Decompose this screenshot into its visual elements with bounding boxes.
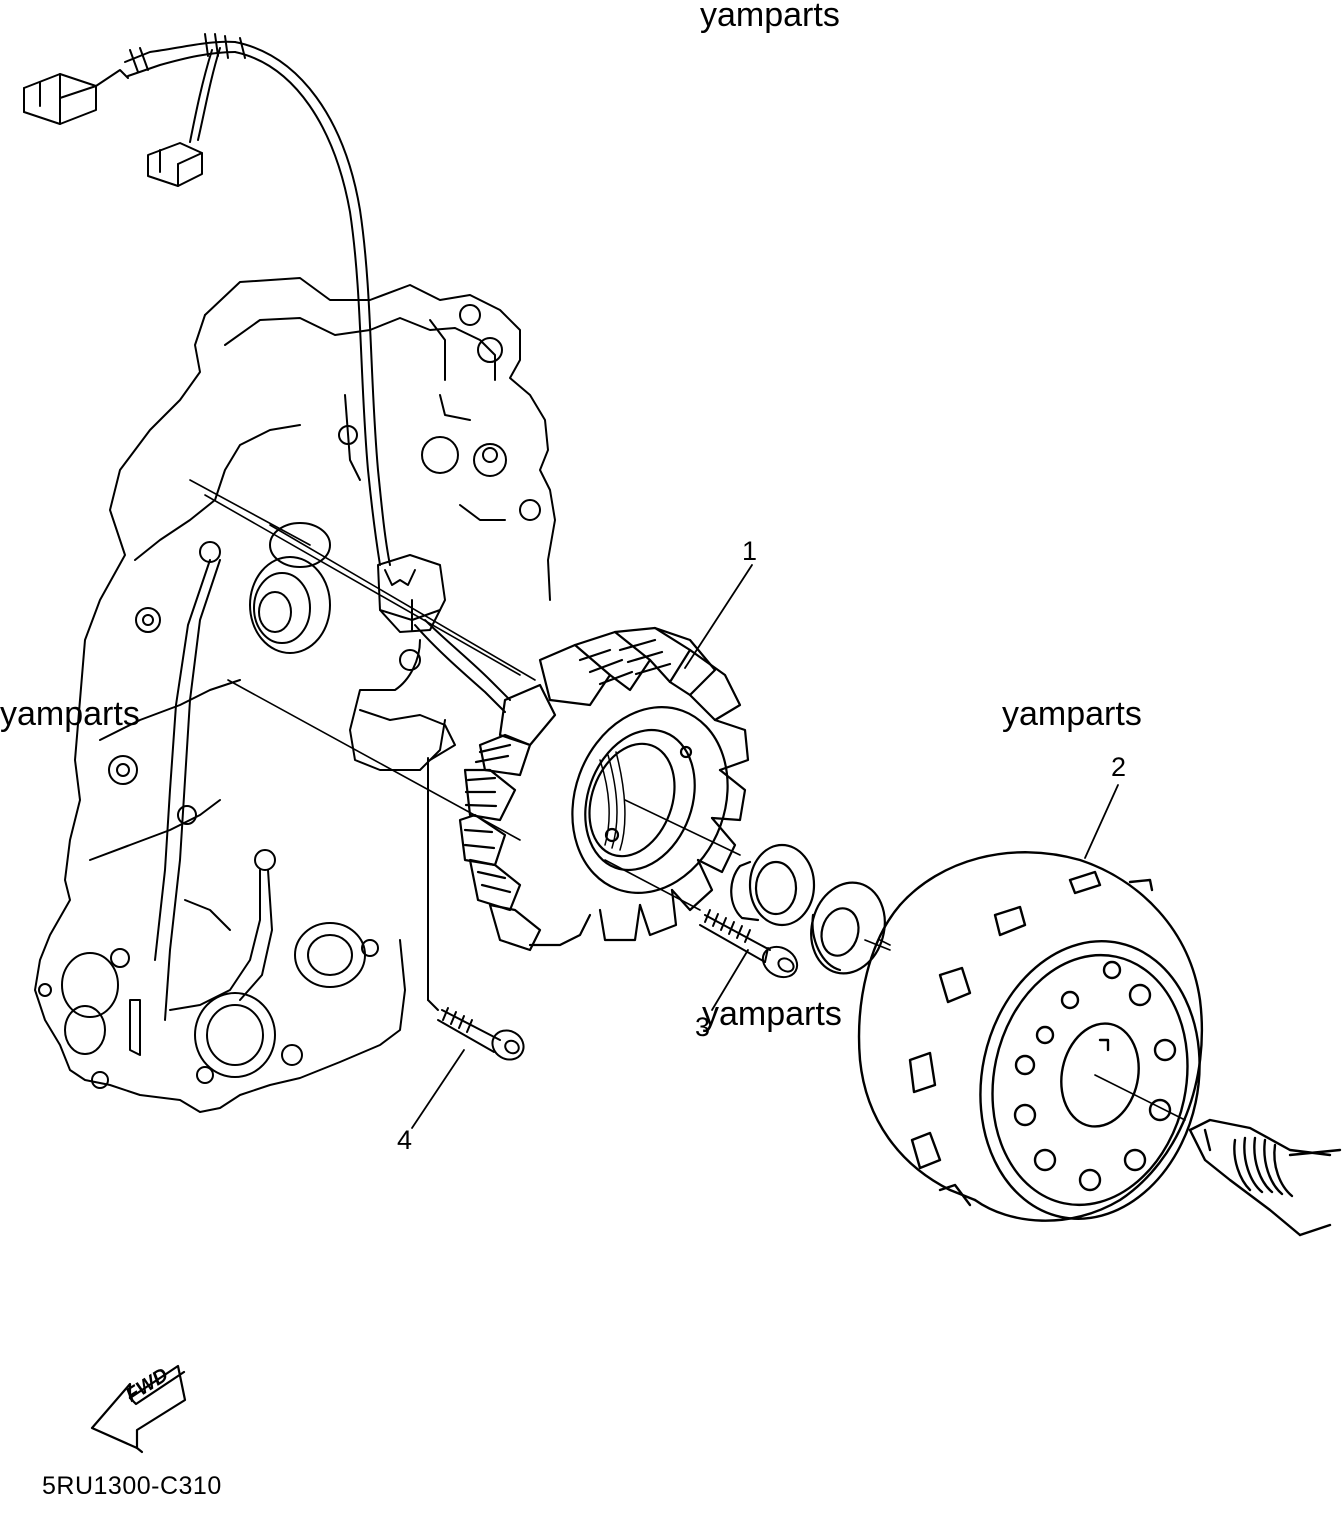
leader-line-1 bbox=[684, 564, 753, 669]
leader-lines bbox=[411, 564, 1119, 1129]
leader-line-3 bbox=[711, 949, 749, 1011]
bolt-part-3 bbox=[699, 909, 799, 979]
crankcase-cover bbox=[34, 277, 556, 1113]
diagram-code: 5RU1300-C310 bbox=[42, 1472, 222, 1500]
watermark-left: yamparts bbox=[0, 695, 140, 733]
watermark-top: yamparts bbox=[700, 0, 840, 34]
stator-assembly bbox=[458, 626, 750, 952]
leader-line-2 bbox=[1084, 784, 1119, 859]
leader-line-4 bbox=[411, 1049, 465, 1129]
wire-harness bbox=[23, 33, 511, 1011]
watermark-center: yamparts bbox=[702, 995, 842, 1033]
rotor-flywheel bbox=[857, 851, 1342, 1237]
callout-part-1: 1 bbox=[742, 536, 758, 566]
callout-part-2: 2 bbox=[1111, 752, 1127, 782]
fwd-direction-icon bbox=[90, 1364, 187, 1454]
callout-part-3: 3 bbox=[695, 1012, 711, 1042]
watermark-right: yamparts bbox=[1002, 695, 1142, 733]
bolt-part-4 bbox=[437, 1007, 525, 1061]
washer bbox=[810, 881, 891, 975]
callout-part-4: 4 bbox=[397, 1125, 413, 1155]
spacer-collar bbox=[730, 843, 816, 927]
